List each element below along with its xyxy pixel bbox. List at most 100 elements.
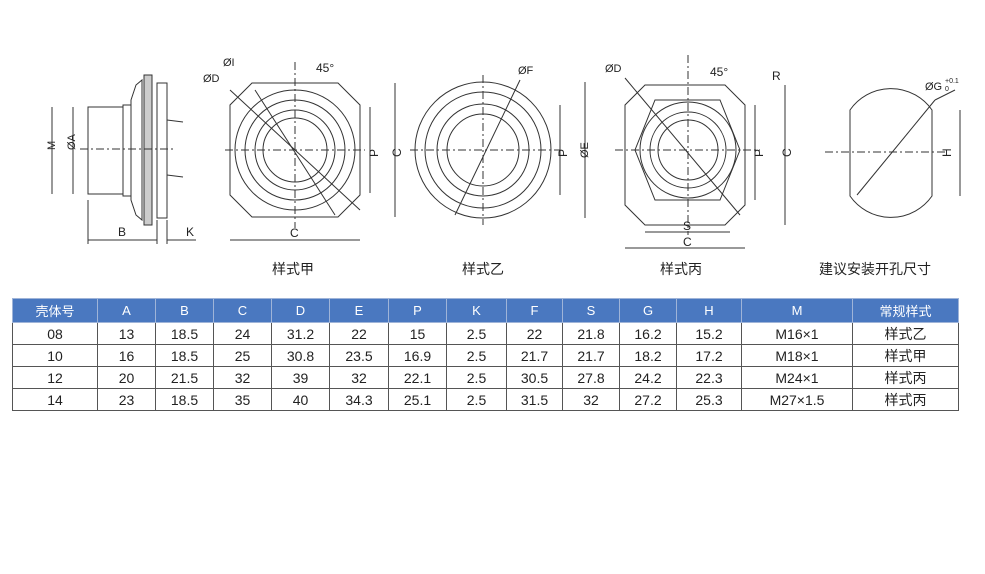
mounting-cutout: ØG +0.1 0 H: [825, 78, 961, 218]
table-cell: 15.2: [676, 322, 742, 345]
dim-C-vertical: C: [780, 148, 794, 157]
table-cell: 样式丙: [852, 366, 959, 389]
dim-H: H: [940, 148, 954, 157]
table-cell: 18.5: [155, 388, 214, 411]
dim-C-vertical: C: [390, 148, 404, 157]
table-cell: M16×1: [741, 322, 853, 345]
table-cell: 40: [271, 388, 330, 411]
table-cell: 30.5: [506, 366, 563, 389]
dim-A: ØA: [66, 133, 78, 150]
dim-I: ØI: [223, 57, 235, 69]
table-cell: 27.8: [562, 366, 620, 389]
table-cell: 14: [12, 388, 98, 411]
table-cell: 22: [329, 322, 389, 345]
header-S: S: [562, 298, 620, 323]
style-b-front-view: ØF P ØE: [410, 65, 591, 225]
table-cell: 10: [12, 344, 98, 367]
header-C: C: [213, 298, 272, 323]
header-D: D: [271, 298, 330, 323]
dim-D: ØD: [605, 63, 622, 75]
table-cell: 13: [97, 322, 156, 345]
dim-P: P: [556, 149, 570, 157]
style-c-front-view: ØD 45° R P C S C: [605, 55, 794, 249]
caption-style-a: 样式甲: [272, 262, 314, 278]
table-cell: 22.1: [388, 366, 447, 389]
connector-drawings: M ØA B K ØI ØD 45° P C C ØF P ØE: [46, 55, 961, 249]
table-cell: 21.8: [562, 322, 620, 345]
dim-G: ØG: [925, 81, 942, 93]
header-G: G: [619, 298, 677, 323]
table-cell: 16.2: [619, 322, 677, 345]
table-cell: 22: [506, 322, 563, 345]
table-cell: 样式丙: [852, 388, 959, 411]
table-cell: 31.2: [271, 322, 330, 345]
caption-style-c: 样式丙: [660, 262, 702, 278]
table-cell: 32: [329, 366, 389, 389]
side-view: M ØA B K: [46, 74, 196, 244]
table-cell: M27×1.5: [741, 388, 853, 411]
dim-M: M: [46, 141, 58, 150]
dim-G-tol-upper: +0.1: [945, 78, 959, 85]
dim-F: ØF: [518, 65, 534, 77]
table-cell: 27.2: [619, 388, 677, 411]
table-cell: M18×1: [741, 344, 853, 367]
header-E: E: [329, 298, 389, 323]
table-cell: 12: [12, 366, 98, 389]
header-H: H: [676, 298, 742, 323]
table-cell: 23.5: [329, 344, 389, 367]
dim-C-horizontal: C: [683, 235, 692, 249]
table-cell: 18.5: [155, 322, 214, 345]
header-style: 常规样式: [852, 298, 959, 323]
table-cell: 31.5: [506, 388, 563, 411]
table-cell: 17.2: [676, 344, 742, 367]
table-cell: 23: [97, 388, 156, 411]
table-cell: 35: [213, 388, 272, 411]
table-cell: 18.5: [155, 344, 214, 367]
header-F: F: [506, 298, 563, 323]
header-A: A: [97, 298, 156, 323]
dim-angle: 45°: [710, 65, 728, 79]
dim-D: ØD: [203, 73, 220, 85]
table-cell: 16.9: [388, 344, 447, 367]
table-cell: 20: [97, 366, 156, 389]
table-cell: 16: [97, 344, 156, 367]
table-cell: 15: [388, 322, 447, 345]
table-cell: M24×1: [741, 366, 853, 389]
header-K: K: [446, 298, 507, 323]
table-cell: 2.5: [446, 388, 507, 411]
table-cell: 21.7: [506, 344, 563, 367]
table-cell: 2.5: [446, 322, 507, 345]
table-cell: 2.5: [446, 344, 507, 367]
style-a-front-view: ØI ØD 45° P C C: [203, 57, 404, 241]
dim-K: K: [186, 225, 194, 239]
caption-style-b: 样式乙: [462, 262, 504, 278]
table-cell: 25.1: [388, 388, 447, 411]
table-cell: 24: [213, 322, 272, 345]
table-cell: 21.7: [562, 344, 620, 367]
table-cell: 34.3: [329, 388, 389, 411]
table-cell: 21.5: [155, 366, 214, 389]
table-cell: 24.2: [619, 366, 677, 389]
dim-E: ØE: [579, 142, 591, 158]
table-cell: 32: [562, 388, 620, 411]
table-cell: 32: [213, 366, 272, 389]
dim-C-horizontal: C: [290, 226, 299, 240]
dim-angle: 45°: [316, 61, 334, 75]
header-M: M: [741, 298, 853, 323]
table-cell: 2.5: [446, 366, 507, 389]
dim-G-tol-lower: 0: [945, 86, 949, 93]
header-shell-size: 壳体号: [12, 298, 98, 323]
table-cell: 样式甲: [852, 344, 959, 367]
dim-P: P: [752, 149, 766, 157]
dim-R: R: [772, 69, 781, 83]
header-B: B: [155, 298, 214, 323]
header-P: P: [388, 298, 447, 323]
table-cell: 08: [12, 322, 98, 345]
dim-B: B: [118, 225, 126, 239]
table-cell: 30.8: [271, 344, 330, 367]
dim-S: S: [683, 219, 691, 233]
table-cell: 25.3: [676, 388, 742, 411]
